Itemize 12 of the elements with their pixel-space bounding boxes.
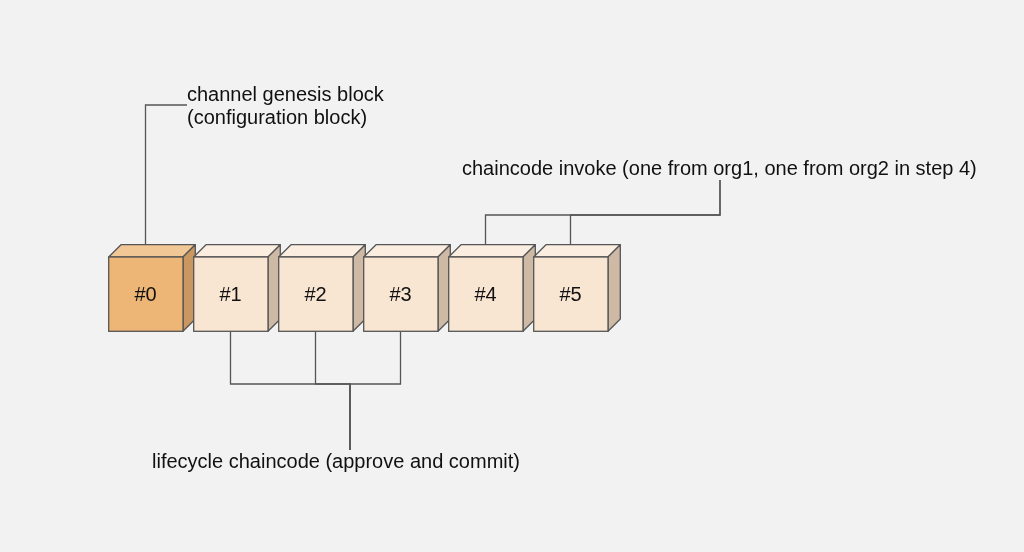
annotation-text: lifecycle chaincode (approve and commit)	[152, 450, 520, 473]
leader-line	[569, 179, 721, 245]
block-number: #0	[134, 283, 157, 306]
block-number: #3	[389, 283, 412, 306]
leader-line	[144, 104, 188, 245]
annotation-text: channel genesis block (configuration block)	[187, 83, 419, 129]
annotation-text: chaincode invoke (one from org1, one from org2 in step 4)	[462, 157, 977, 180]
block-number: #5	[559, 283, 582, 306]
leader-line	[349, 331, 402, 451]
block-number: #2	[304, 283, 327, 306]
block-number: #4	[474, 283, 497, 306]
block-number: #1	[219, 283, 242, 306]
